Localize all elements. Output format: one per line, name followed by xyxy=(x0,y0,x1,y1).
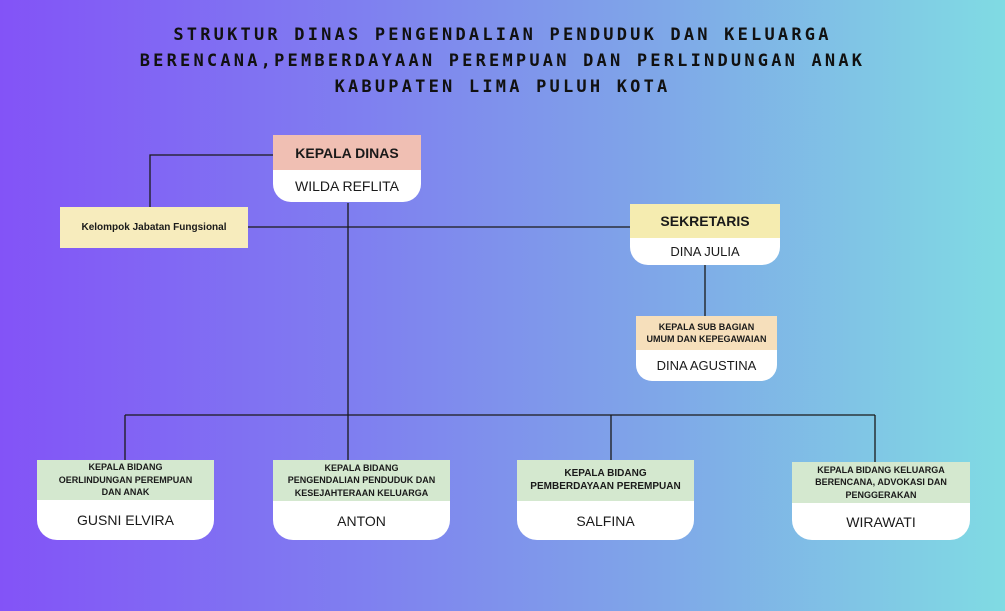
kepala-dinas-box: KEPALA DINAS WILDA REFLITA xyxy=(273,135,421,202)
subbag-position-line-2: UMUM DAN KEPEGAWAIAN xyxy=(646,334,767,344)
title-line-3: KABUPATEN LIMA PULUH KOTA xyxy=(334,77,671,97)
kepala-dinas-header: KEPALA DINAS xyxy=(273,135,421,170)
bidang-position-line: KEPALA BIDANG KELUARGA xyxy=(817,464,945,475)
fungsional-label: Kelompok Jabatan Fungsional xyxy=(81,222,227,233)
title-line-2: BERENCANA,PEMBERDAYAAN PEREMPUAN DAN PER… xyxy=(139,51,866,71)
kepala-dinas-name: WILDA REFLITA xyxy=(295,178,399,194)
subbag-position-line-1: KEPALA SUB BAGIAN xyxy=(658,321,755,332)
bidang-position-line: PEMBERDAYAAN PEREMPUAN xyxy=(530,480,681,492)
title-line-1: STRUKTUR DINAS PENGENDALIAN PENDUDUK DAN… xyxy=(173,25,832,45)
bidang-body: ANTON xyxy=(273,501,450,540)
bidang-body: SALFINA xyxy=(517,501,694,540)
kepala-dinas-body: WILDA REFLITA xyxy=(273,170,421,202)
subbag-body: DINA AGUSTINA xyxy=(636,350,777,381)
line-kepala-to-fungsional xyxy=(149,154,273,207)
subbag-name: DINA AGUSTINA xyxy=(656,358,757,373)
fungsional-box: Kelompok Jabatan Fungsional xyxy=(60,207,248,248)
bidang-box: KEPALA BIDANG OERLINDUNGAN PEREMPUAN DAN… xyxy=(37,460,214,540)
bidang-position-line: KEPALA BIDANG xyxy=(564,468,647,479)
sekretaris-name: DINA JULIA xyxy=(670,244,740,259)
sekretaris-header: SEKRETARIS xyxy=(630,204,780,238)
sekretaris-position: SEKRETARIS xyxy=(660,213,750,229)
bidang-body: WIRAWATI xyxy=(792,503,970,540)
bidang-position-line: PENGENDALIAN PENDUDUK DAN xyxy=(287,475,436,486)
fungsional-header: Kelompok Jabatan Fungsional xyxy=(60,207,248,248)
diagram-title: STRUKTUR DINAS PENGENDALIAN PENDUDUK DAN… xyxy=(0,22,1005,100)
bidang-name: GUSNI ELVIRA xyxy=(77,512,174,528)
bidang-header: KEPALA BIDANG OERLINDUNGAN PEREMPUAN DAN… xyxy=(37,460,214,500)
kepala-dinas-position: KEPALA DINAS xyxy=(295,144,399,161)
subbag-header: KEPALA SUB BAGIAN UMUM DAN KEPEGAWAIAN xyxy=(636,316,777,350)
bidang-name: WIRAWATI xyxy=(846,513,916,530)
sekretaris-body: DINA JULIA xyxy=(630,238,780,265)
subbag-box: KEPALA SUB BAGIAN UMUM DAN KEPEGAWAIAN D… xyxy=(636,316,777,381)
bidang-position-line: KEPALA BIDANG xyxy=(88,462,163,473)
bidang-body: GUSNI ELVIRA xyxy=(37,500,214,540)
bidang-box: KEPALA BIDANG KELUARGA BERENCANA, ADVOKA… xyxy=(792,462,970,540)
bidang-position-line: KEPALA BIDANG xyxy=(324,462,399,473)
bidang-header: KEPALA BIDANG PENGENDALIAN PENDUDUK DAN … xyxy=(273,460,450,501)
bidang-position-line: PENGGERAKAN xyxy=(845,489,917,500)
bidang-box: KEPALA BIDANG PEMBERDAYAAN PEREMPUAN SAL… xyxy=(517,460,694,540)
bidang-position-line: DAN ANAK xyxy=(101,487,150,498)
bidang-position-line: OERLINDUNGAN PEREMPUAN xyxy=(58,474,193,485)
bidang-header: KEPALA BIDANG PEMBERDAYAAN PEREMPUAN xyxy=(517,460,694,501)
bidang-position-line: BERENCANA, ADVOKASI DAN xyxy=(815,477,947,488)
sekretaris-box: SEKRETARIS DINA JULIA xyxy=(630,204,780,265)
bidang-name: SALFINA xyxy=(576,512,635,529)
bidang-header: KEPALA BIDANG KELUARGA BERENCANA, ADVOKA… xyxy=(792,462,970,503)
bidang-position-line: KESEJAHTERAAN KELUARGA xyxy=(294,487,429,498)
bidang-box: KEPALA BIDANG PENGENDALIAN PENDUDUK DAN … xyxy=(273,460,450,540)
bidang-name: ANTON xyxy=(337,512,386,529)
